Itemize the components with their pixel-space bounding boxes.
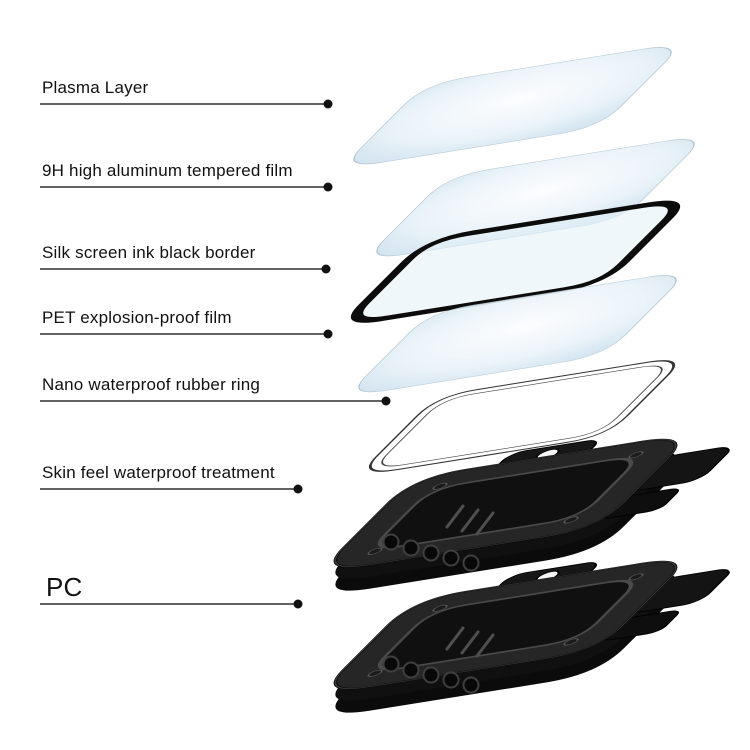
label-tempered-film: 9H high aluminum tempered film bbox=[42, 161, 293, 180]
case-hatch-pattern bbox=[445, 626, 495, 658]
leader-rubber-ring bbox=[40, 396, 391, 406]
leader-dot bbox=[321, 264, 331, 274]
rubber-ring bbox=[369, 360, 675, 472]
pet-film bbox=[358, 275, 677, 393]
leader-lines bbox=[40, 99, 391, 609]
leader-ink-border bbox=[40, 264, 331, 274]
leader-tempered-film bbox=[40, 182, 333, 192]
label-pet-film: PET explosion-proof film bbox=[42, 308, 232, 327]
label-plasma-layer: Plasma Layer bbox=[42, 78, 149, 97]
label-ink-black-border: Silk screen ink black border bbox=[42, 243, 256, 262]
leader-dot bbox=[381, 396, 391, 406]
leader-plasma-layer bbox=[40, 99, 333, 109]
watch-case-upper bbox=[289, 412, 750, 602]
leader-dot bbox=[293, 599, 303, 609]
ink-black-border bbox=[350, 200, 681, 323]
label-rubber-ring: Nano waterproof rubber ring bbox=[42, 375, 261, 394]
leader-pet-film bbox=[40, 329, 333, 339]
leader-pc bbox=[40, 599, 303, 609]
leader-dot bbox=[323, 329, 333, 339]
leader-dot bbox=[323, 182, 333, 192]
plasma-layer-film bbox=[353, 47, 672, 165]
leader-skin-feel bbox=[40, 484, 303, 494]
leader-dot bbox=[323, 99, 333, 109]
label-skin-feel-treatment: Skin feel waterproof treatment bbox=[42, 463, 275, 482]
watch-case-lower bbox=[289, 534, 750, 724]
case-buttons bbox=[382, 655, 480, 694]
case-hatch-pattern bbox=[445, 504, 495, 536]
label-pc: PC bbox=[46, 572, 83, 602]
leader-dot bbox=[293, 484, 303, 494]
case-buttons bbox=[382, 533, 480, 572]
